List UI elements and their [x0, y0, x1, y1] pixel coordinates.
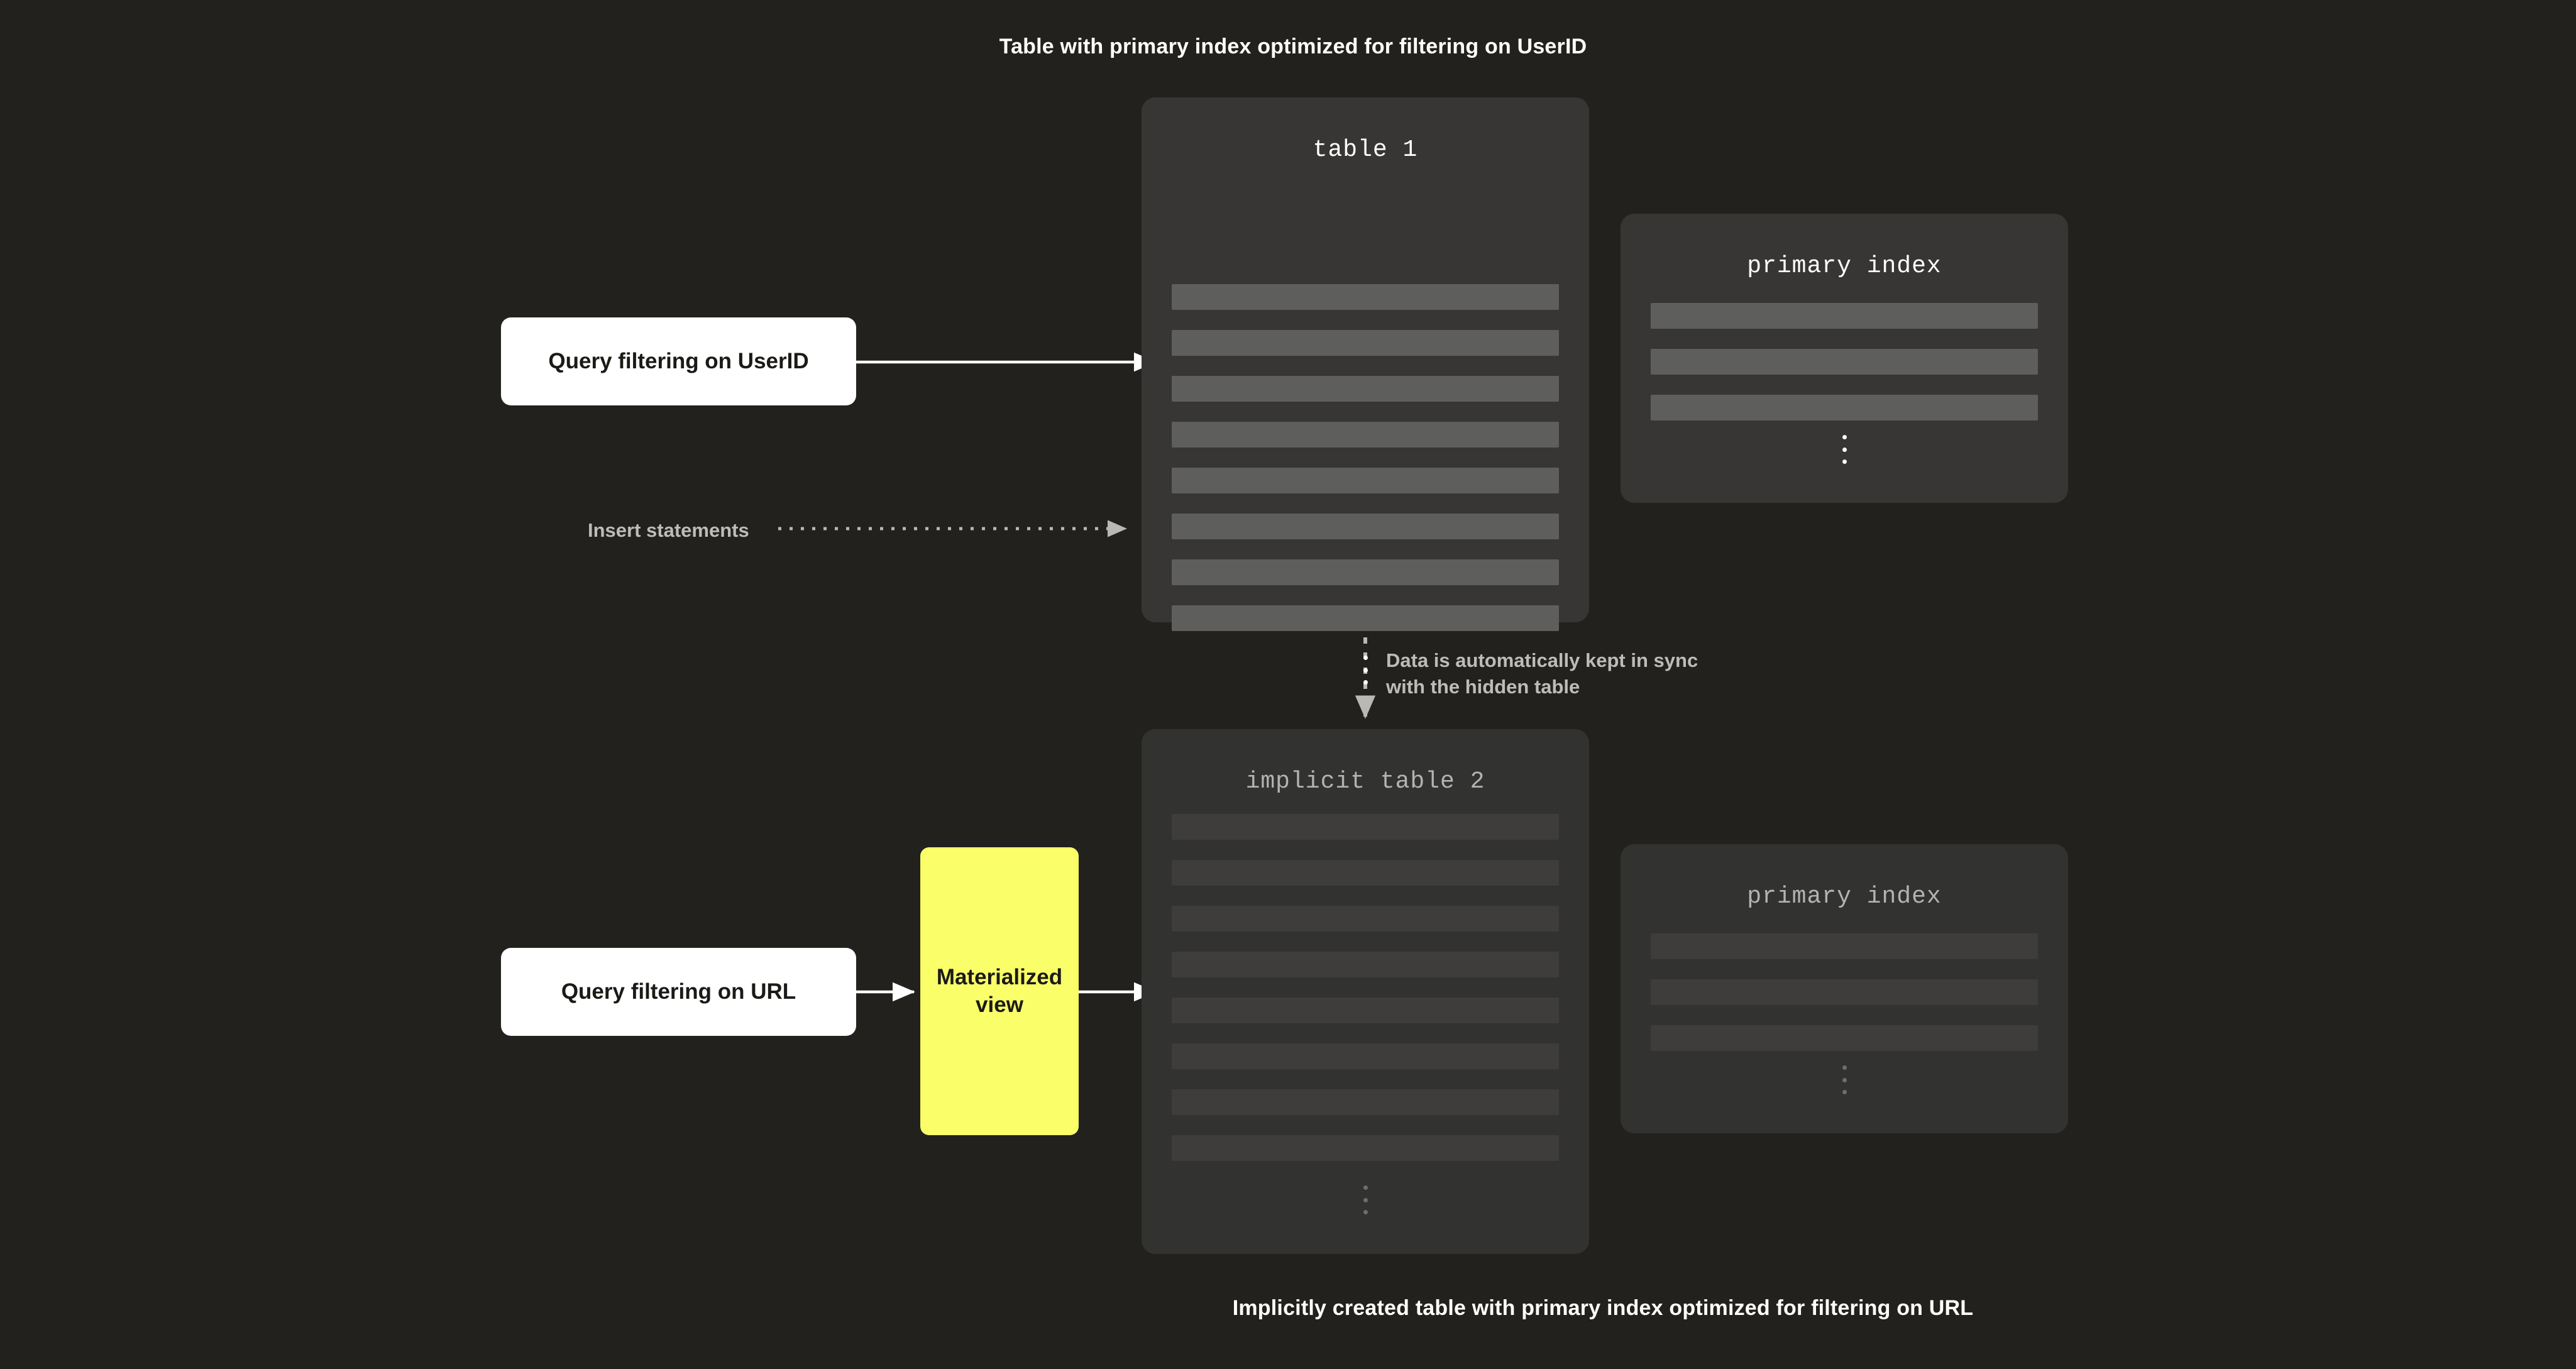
materialized-view-node[interactable]: Materialized view	[920, 847, 1079, 1135]
table-row	[1172, 860, 1559, 886]
table-row	[1172, 559, 1559, 585]
panel-primary-index-bottom: primary index	[1621, 844, 2068, 1133]
table-row	[1172, 906, 1559, 932]
table-row	[1172, 330, 1559, 356]
query-filtering-userid-node[interactable]: Query filtering on UserID	[501, 317, 856, 405]
table-row	[1172, 376, 1559, 402]
panel-primary-index-top-title: primary index	[1747, 253, 1942, 280]
index-row	[1651, 979, 2038, 1005]
primary-index-top-ellipsis-icon	[1842, 435, 1847, 464]
table-row	[1172, 1043, 1559, 1069]
table-row	[1172, 605, 1559, 631]
table-row	[1172, 1135, 1559, 1161]
panel-table1: table 1	[1142, 97, 1589, 684]
table-row	[1172, 1089, 1559, 1115]
table-row	[1172, 514, 1559, 539]
table-row	[1172, 284, 1559, 310]
index-row	[1651, 349, 2038, 375]
top-caption: Table with primary index optimized for f…	[999, 35, 1587, 58]
materialized-view-label: Materialized view	[936, 965, 1063, 1017]
table-row	[1172, 814, 1559, 840]
primary-index-bottom-ellipsis-icon	[1842, 1065, 1847, 1094]
panel-table1-title: table 1	[1313, 136, 1418, 163]
bottom-caption: Implicitly created table with primary in…	[1232, 1296, 1974, 1320]
query-filtering-userid-label: Query filtering on UserID	[548, 349, 809, 373]
table-row	[1172, 422, 1559, 448]
index-row	[1651, 395, 2038, 421]
index-row	[1651, 303, 2038, 329]
table2-ellipsis-icon	[1363, 1185, 1368, 1214]
panel-primary-index-bottom-title: primary index	[1747, 883, 1942, 910]
panel-implicit-table2: implicit table 2	[1142, 729, 1589, 1254]
panel-primary-index-top: primary index	[1621, 214, 2068, 503]
index-row	[1651, 933, 2038, 959]
table1-ellipsis-icon	[1363, 656, 1368, 684]
insert-statements-label: Insert statements	[588, 519, 749, 541]
index-row	[1651, 1025, 2038, 1051]
sync-note-label: Data is automatically kept in sync with …	[1386, 649, 1698, 698]
panel-implicit-table2-title: implicit table 2	[1245, 768, 1485, 795]
query-filtering-url-node[interactable]: Query filtering on URL	[501, 948, 856, 1036]
query-filtering-url-label: Query filtering on URL	[561, 979, 796, 1004]
table-row	[1172, 998, 1559, 1023]
table-row	[1172, 952, 1559, 977]
table-row	[1172, 468, 1559, 493]
